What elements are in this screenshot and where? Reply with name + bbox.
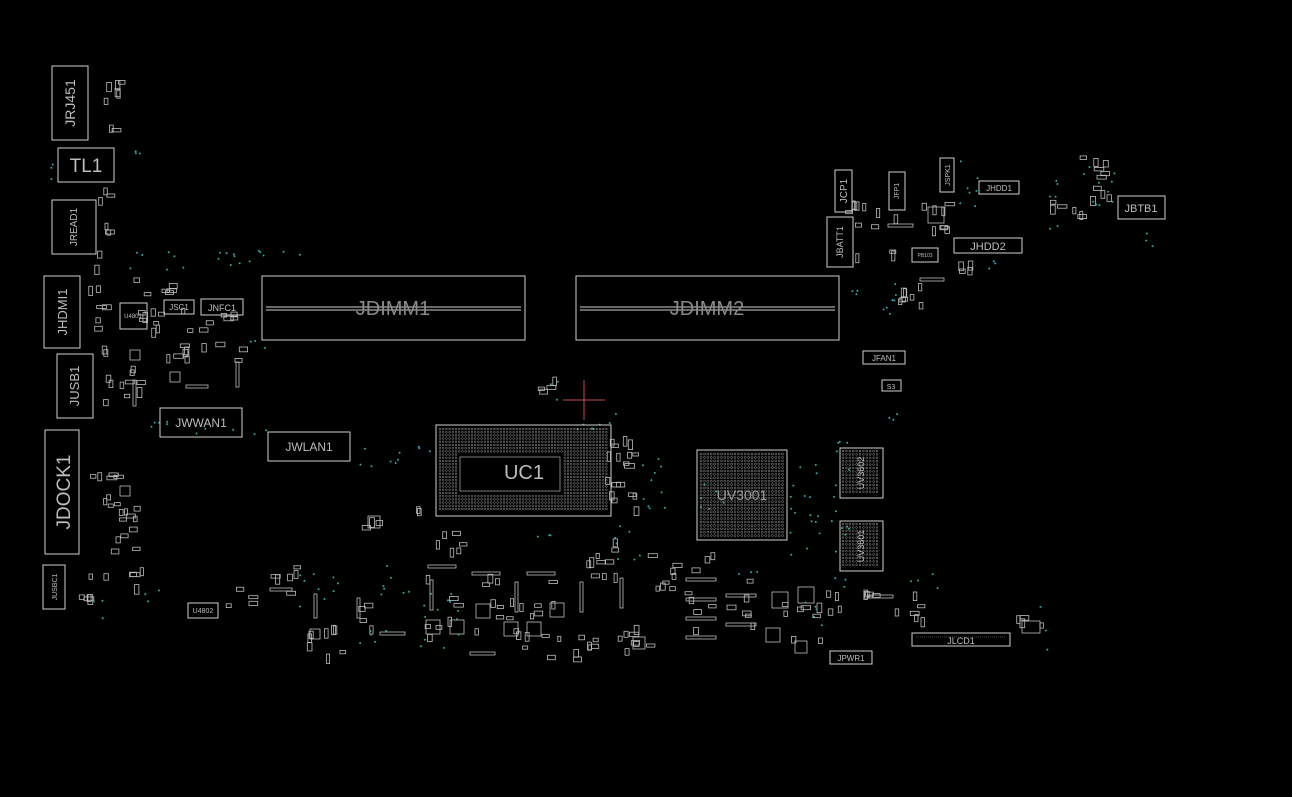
jrj451-label: JRJ451	[62, 79, 78, 127]
jread1-label: JREAD1	[69, 207, 80, 246]
jread1-component[interactable]: JREAD1	[51, 199, 97, 255]
uv3602-component[interactable]: UV3602	[839, 447, 884, 499]
jdock1-label: JDOCK1	[54, 455, 75, 530]
jlcd1-label: JLCD1	[947, 636, 975, 646]
u4802-label: U4802	[193, 608, 214, 615]
uv3001-ball-grid	[699, 452, 784, 537]
jusb1-component[interactable]: JUSB1	[56, 353, 94, 419]
s3-component[interactable]: S3	[881, 379, 902, 392]
jfp1-component[interactable]: JFP1	[888, 171, 906, 211]
pb103-component[interactable]: PB103	[911, 247, 939, 263]
jdock1-component[interactable]: JDOCK1	[44, 429, 80, 555]
crosshair-cursor-icon	[563, 380, 605, 420]
jdimm2-label: JDIMM2	[670, 298, 744, 320]
jbatt1-component[interactable]: JBATT1	[826, 216, 854, 268]
uc1-component[interactable]: UC1	[435, 424, 612, 517]
jnfc1-label: JNFC1	[208, 303, 236, 313]
jbtb1-label: JBTB1	[1124, 203, 1157, 215]
jhdmi1-component[interactable]: JHDMI1	[43, 275, 81, 349]
jnfc1-component[interactable]: JNFC1	[200, 298, 244, 316]
s3-label: S3	[887, 384, 896, 391]
jrj451-component[interactable]: JRJ451	[51, 65, 89, 141]
u4802-component[interactable]: U4802	[187, 602, 219, 619]
jhdd2-component[interactable]: JHDD2	[953, 237, 1023, 254]
tl1-label: TL1	[70, 156, 103, 177]
uv3602-ball-grid	[841, 449, 879, 493]
jfan1-label: JFAN1	[872, 354, 897, 363]
uv3601-component[interactable]: UV3601	[839, 520, 884, 572]
jhdd1-label: JHDD1	[986, 184, 1012, 193]
jusbc1-component[interactable]: JUSBC1	[42, 564, 66, 610]
jfp1-label: JFP1	[894, 183, 901, 199]
jcp1-label: JCP1	[839, 178, 850, 203]
uv3001-label: UV3001	[717, 487, 768, 503]
jsc1-component[interactable]: JSC1	[163, 299, 195, 315]
jsc1-label: JSC1	[169, 303, 189, 312]
uc1-ball-grid	[438, 427, 608, 511]
jspk1-label: JSPK1	[945, 164, 952, 186]
jhdd2-label: JHDD2	[970, 241, 1005, 253]
vias	[50, 150, 1154, 651]
jwwan1-label: JWWAN1	[175, 416, 227, 430]
jhdmi1-label: JHDMI1	[55, 289, 70, 336]
jwlan1-component[interactable]: JWLAN1	[267, 431, 351, 462]
uv3602-label: UV3602	[856, 457, 866, 490]
uv3001-component[interactable]: UV3001	[696, 449, 788, 541]
jbatt1-label: JBATT1	[835, 226, 845, 258]
u4801-component[interactable]: U4801	[119, 302, 148, 330]
jbtb1-component[interactable]: JBTB1	[1117, 195, 1166, 220]
jspk1-component[interactable]: JSPK1	[939, 157, 955, 193]
jfan1-component[interactable]: JFAN1	[862, 350, 906, 365]
jcp1-component[interactable]: JCP1	[834, 169, 853, 213]
jdimm1-label: JDIMM1	[356, 298, 430, 320]
pb103-label: PB103	[917, 253, 932, 259]
jwlan1-label: JWLAN1	[285, 440, 333, 454]
jdimm1-component[interactable]: JDIMM1	[261, 275, 526, 341]
u4801-label: U4801	[124, 314, 142, 320]
small-components	[78, 80, 1112, 664]
jpwr1-label: JPWR1	[837, 654, 865, 663]
uv3601-label: UV3601	[856, 530, 866, 563]
jusb1-label: JUSB1	[67, 366, 82, 406]
uv3601-ball-grid	[841, 522, 879, 566]
jhdd1-component[interactable]: JHDD1	[978, 180, 1020, 195]
tl1-component[interactable]: TL1	[57, 147, 115, 183]
jpwr1-component[interactable]: JPWR1	[829, 650, 873, 665]
jwwan1-component[interactable]: JWWAN1	[159, 407, 243, 438]
jusbc1-label: JUSBC1	[52, 573, 59, 600]
jlcd1-component[interactable]: JLCD1	[911, 632, 1011, 647]
uc1-label: UC1	[504, 462, 544, 484]
jdimm2-component[interactable]: JDIMM2	[575, 275, 840, 341]
